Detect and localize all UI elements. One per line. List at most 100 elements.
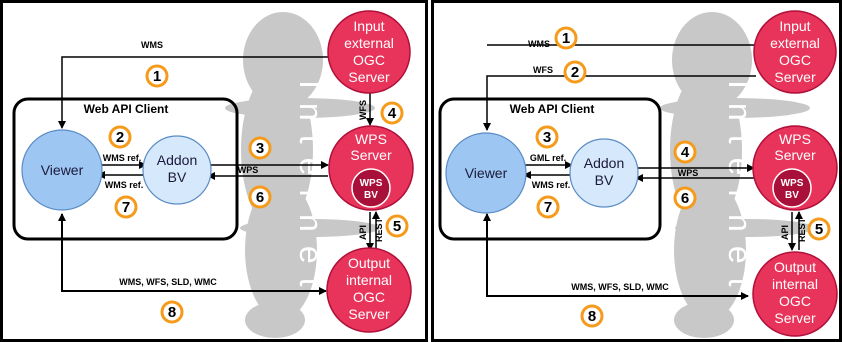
svg-text:external: external [344, 35, 394, 51]
svg-text:OGC: OGC [779, 52, 811, 68]
left-label-wms: WMS [141, 40, 163, 50]
svg-text:Server: Server [350, 147, 392, 163]
svg-text:3: 3 [543, 129, 551, 146]
svg-text:1: 1 [153, 68, 161, 85]
left-arrow-bottom [58, 213, 327, 295]
left-badge-1: 1 [145, 64, 169, 88]
svg-text:7: 7 [544, 199, 552, 216]
svg-text:Server: Server [774, 147, 816, 163]
svg-text:8: 8 [588, 308, 596, 325]
left-wps-bv-node [351, 168, 391, 208]
right-internet-label: Internet [722, 80, 758, 301]
right-wps-bv-node [772, 168, 812, 208]
right-label-gml-ref: GML ref. [530, 153, 566, 163]
svg-text:Input: Input [779, 18, 810, 34]
right-addon-node: Addon BV [569, 138, 639, 208]
left-input-server: Input external OGC Server [327, 10, 411, 94]
right-output-server: Output internal OGC Server [752, 251, 838, 337]
left-badge-5: 5 [385, 214, 409, 238]
right-badge-7: 7 [536, 195, 560, 219]
left-label-wfs: WFS [358, 100, 368, 120]
svg-text:6: 6 [256, 189, 264, 206]
svg-text:WPS: WPS [781, 178, 804, 189]
right-label-api: API [780, 225, 790, 240]
svg-text:1: 1 [562, 30, 570, 47]
svg-text:internal: internal [346, 272, 392, 288]
left-badge-2: 2 [108, 125, 132, 149]
svg-text:Viewer: Viewer [41, 162, 84, 178]
right-input-server: Input external OGC Server [753, 10, 837, 94]
right-label-wms-ref: WMS ref. [532, 180, 571, 190]
svg-text:8: 8 [168, 304, 176, 321]
right-label-wfs: WFS [533, 65, 553, 75]
svg-text:7: 7 [122, 199, 130, 216]
svg-text:Server: Server [348, 69, 390, 85]
svg-text:5: 5 [393, 218, 401, 235]
svg-text:WPS: WPS [360, 178, 383, 189]
left-output-server: Output internal OGC Server [326, 247, 412, 333]
right-label-wms: WMS [528, 39, 550, 49]
svg-text:WPS: WPS [355, 131, 387, 147]
left-badge-6: 6 [248, 185, 272, 209]
left-internet-label: Internet [293, 80, 329, 301]
right-arrow-bottom [483, 213, 749, 300]
right-badge-8: 8 [580, 304, 604, 328]
svg-text:internal: internal [772, 276, 818, 292]
left-addon-node: Addon BV [142, 135, 212, 205]
left-viewer-node: Viewer [21, 129, 103, 211]
right-web-api-client-title: Web API Client [510, 102, 595, 116]
right-label-bottom: WMS, WFS, SLD, WMC [571, 282, 669, 292]
right-badge-2: 2 [563, 60, 587, 84]
svg-text:OGC: OGC [779, 293, 811, 309]
svg-text:BV: BV [785, 190, 799, 201]
svg-text:4: 4 [681, 144, 690, 161]
left-badge-7: 7 [114, 195, 138, 219]
svg-text:6: 6 [681, 190, 689, 207]
right-badge-1: 1 [554, 26, 578, 50]
svg-text:BV: BV [168, 169, 187, 185]
svg-text:Output: Output [348, 255, 390, 271]
left-arrow-wms-input [58, 56, 330, 129]
right-badge-6: 6 [673, 186, 697, 210]
svg-text:WPS: WPS [779, 131, 811, 147]
right-badge-3: 3 [535, 125, 559, 149]
svg-text:Server: Server [348, 306, 390, 322]
left-label-wms-ref-top: WMS ref. [103, 153, 142, 163]
right-panel: Internet Web API Client WMS WFS GML ref.… [438, 10, 838, 338]
left-badge-3: 3 [248, 136, 272, 160]
left-badge-4: 4 [380, 101, 404, 125]
svg-text:Input: Input [353, 18, 384, 34]
right-arrow-wfs [483, 75, 756, 131]
svg-text:Addon: Addon [584, 155, 624, 171]
left-label-wms-ref-bottom: WMS ref. [105, 180, 144, 190]
right-label-rest: REST [797, 217, 807, 242]
svg-text:OGC: OGC [353, 52, 385, 68]
svg-text:2: 2 [571, 64, 579, 81]
right-viewer-node: Viewer [445, 132, 527, 214]
svg-text:Server: Server [774, 310, 816, 326]
left-wps-server: WPS Server WPS BV [328, 125, 414, 211]
svg-text:Addon: Addon [157, 152, 197, 168]
right-badge-4: 4 [673, 140, 697, 164]
left-label-bottom: WMS, WFS, SLD, WMC [119, 277, 217, 287]
left-web-api-client-title: Web API Client [84, 102, 169, 116]
right-badge-5: 5 [807, 217, 831, 241]
svg-text:4: 4 [388, 105, 397, 122]
right-label-wps: WPS [678, 168, 699, 178]
svg-text:3: 3 [256, 140, 264, 157]
svg-text:BV: BV [595, 172, 614, 188]
svg-text:Server: Server [774, 69, 816, 85]
right-wps-server: WPS Server WPS BV [752, 125, 838, 211]
svg-text:BV: BV [364, 190, 378, 201]
left-badge-8: 8 [160, 300, 184, 324]
svg-text:5: 5 [815, 221, 823, 238]
left-label-wps: WPS [238, 165, 259, 175]
svg-text:OGC: OGC [353, 289, 385, 305]
svg-text:Output: Output [774, 259, 816, 275]
left-label-rest: REST [374, 217, 384, 242]
svg-text:external: external [770, 35, 820, 51]
svg-text:2: 2 [116, 129, 124, 146]
left-panel: Internet Web API Client WMS WFS WMS ref.… [12, 10, 414, 338]
